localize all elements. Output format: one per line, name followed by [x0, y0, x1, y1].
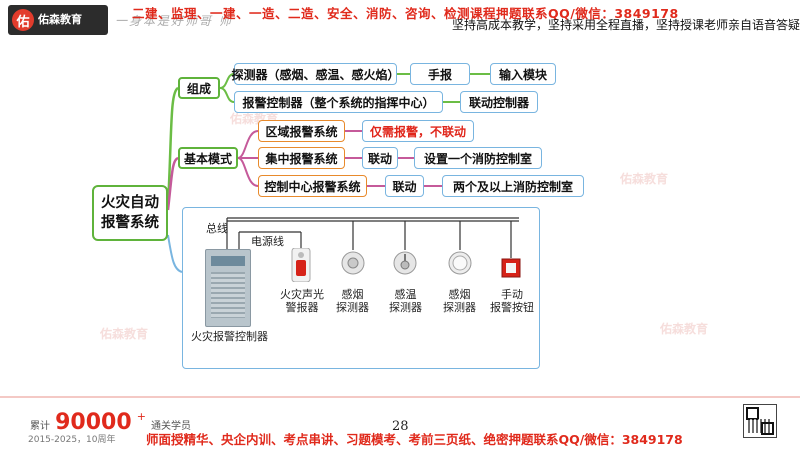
root-node-line2: 报警系统 — [101, 215, 159, 231]
node-manual-report: 手报 — [410, 63, 470, 85]
branch-composition: 组成 — [178, 77, 220, 99]
controller-label: 火灾报警控制器 — [191, 330, 268, 343]
student-count-stat: 累计 90000 + 通关学员 — [30, 410, 191, 435]
stat-suffix: 通关学员 — [151, 421, 192, 432]
node-linkage-controller: 联动控制器 — [460, 91, 538, 113]
diagram-wiring — [226, 217, 519, 258]
watermark: 佑森教育 — [660, 322, 709, 336]
panel-indicators — [211, 272, 245, 318]
branch-basic-modes: 基本模式 — [178, 147, 238, 169]
alarm-siren-icon — [289, 247, 313, 286]
device-label-manual: 手动 报警按钮 — [490, 288, 534, 314]
root-node-line1: 火灾自动 — [101, 195, 159, 211]
root-node-fire-alarm-system: 火灾自动 报警系统 — [92, 185, 168, 241]
smoke-detector-icon — [447, 250, 473, 280]
node-central-linkage: 联动 — [362, 147, 398, 169]
footer-divider — [0, 396, 800, 398]
qr-code-icon — [743, 404, 777, 438]
bottom-promo-text: 师面授精华、央企内训、考点串讲、习题模考、考前三页纸、绝密押题联系QQ/微信：3… — [146, 432, 683, 447]
page-number: 28 — [392, 419, 409, 434]
power-line-label: 电源线 — [251, 235, 284, 248]
alarm-control-panel-icon — [205, 249, 251, 327]
smoke-detector-icon — [340, 250, 366, 280]
watermark: 佑森教育 — [620, 172, 669, 186]
panel-screen — [211, 256, 245, 266]
system-diagram: 总线 电源线 火灾报警控制器 火灾声光 警报器 感烟 探测器 感温 探测器 感烟 — [182, 207, 540, 369]
node-regional-note: 仅需报警，不联动 — [362, 120, 474, 142]
node-regional-alarm: 区域报警系统 — [258, 120, 345, 142]
device-label-siren: 火灾声光 警报器 — [280, 288, 324, 314]
brand-logo: 佑 佑森教育 — [8, 5, 108, 35]
node-control-center-alarm: 控制中心报警系统 — [258, 175, 367, 197]
device-label-smoke-2: 感烟 探测器 — [443, 288, 476, 314]
logo-mark-icon: 佑 — [12, 9, 34, 31]
stat-plus: + — [136, 410, 146, 423]
top-promo-text: 二建、监理、一建、一造、二造、安全、消防、咨询、检测课程押题联系QQ/微信：38… — [132, 6, 679, 21]
device-label-smoke-1: 感烟 探测器 — [336, 288, 369, 314]
node-detector: 探测器（感烟、感温、感火焰） — [232, 63, 400, 85]
node-input-module: 输入模块 — [490, 63, 556, 85]
device-label-heat: 感温 探测器 — [389, 288, 422, 314]
node-control-center-linkage: 联动 — [385, 175, 424, 197]
node-control-center-note: 两个及以上消防控制室 — [442, 175, 584, 197]
watermark: 佑森教育 — [100, 327, 149, 341]
stat-prefix: 累计 — [30, 421, 50, 432]
handwritten-scribble: 一身本是好师哥 师 — [115, 14, 233, 28]
node-central-alarm: 集中报警系统 — [258, 147, 345, 169]
slogan-text: 坚持高成本教学，坚持采用全程直播，坚持授课老师亲自语音答疑 — [452, 18, 800, 32]
logo-text: 佑森教育 — [38, 13, 82, 26]
node-alarm-controller: 报警控制器（整个系统的指挥中心） — [234, 91, 443, 113]
header: 佑 佑森教育 一身本是好师哥 师 二建、监理、一建、一造、二造、安全、消防、咨询… — [0, 0, 800, 40]
anniversary-text: 2015-2025，10周年 — [28, 435, 116, 445]
stat-number: 90000 — [55, 410, 132, 435]
manual-call-point-icon — [501, 258, 521, 282]
heat-detector-icon — [392, 250, 418, 280]
node-central-note: 设置一个消防控制室 — [414, 147, 542, 169]
bus-line-label: 总线 — [206, 222, 228, 235]
